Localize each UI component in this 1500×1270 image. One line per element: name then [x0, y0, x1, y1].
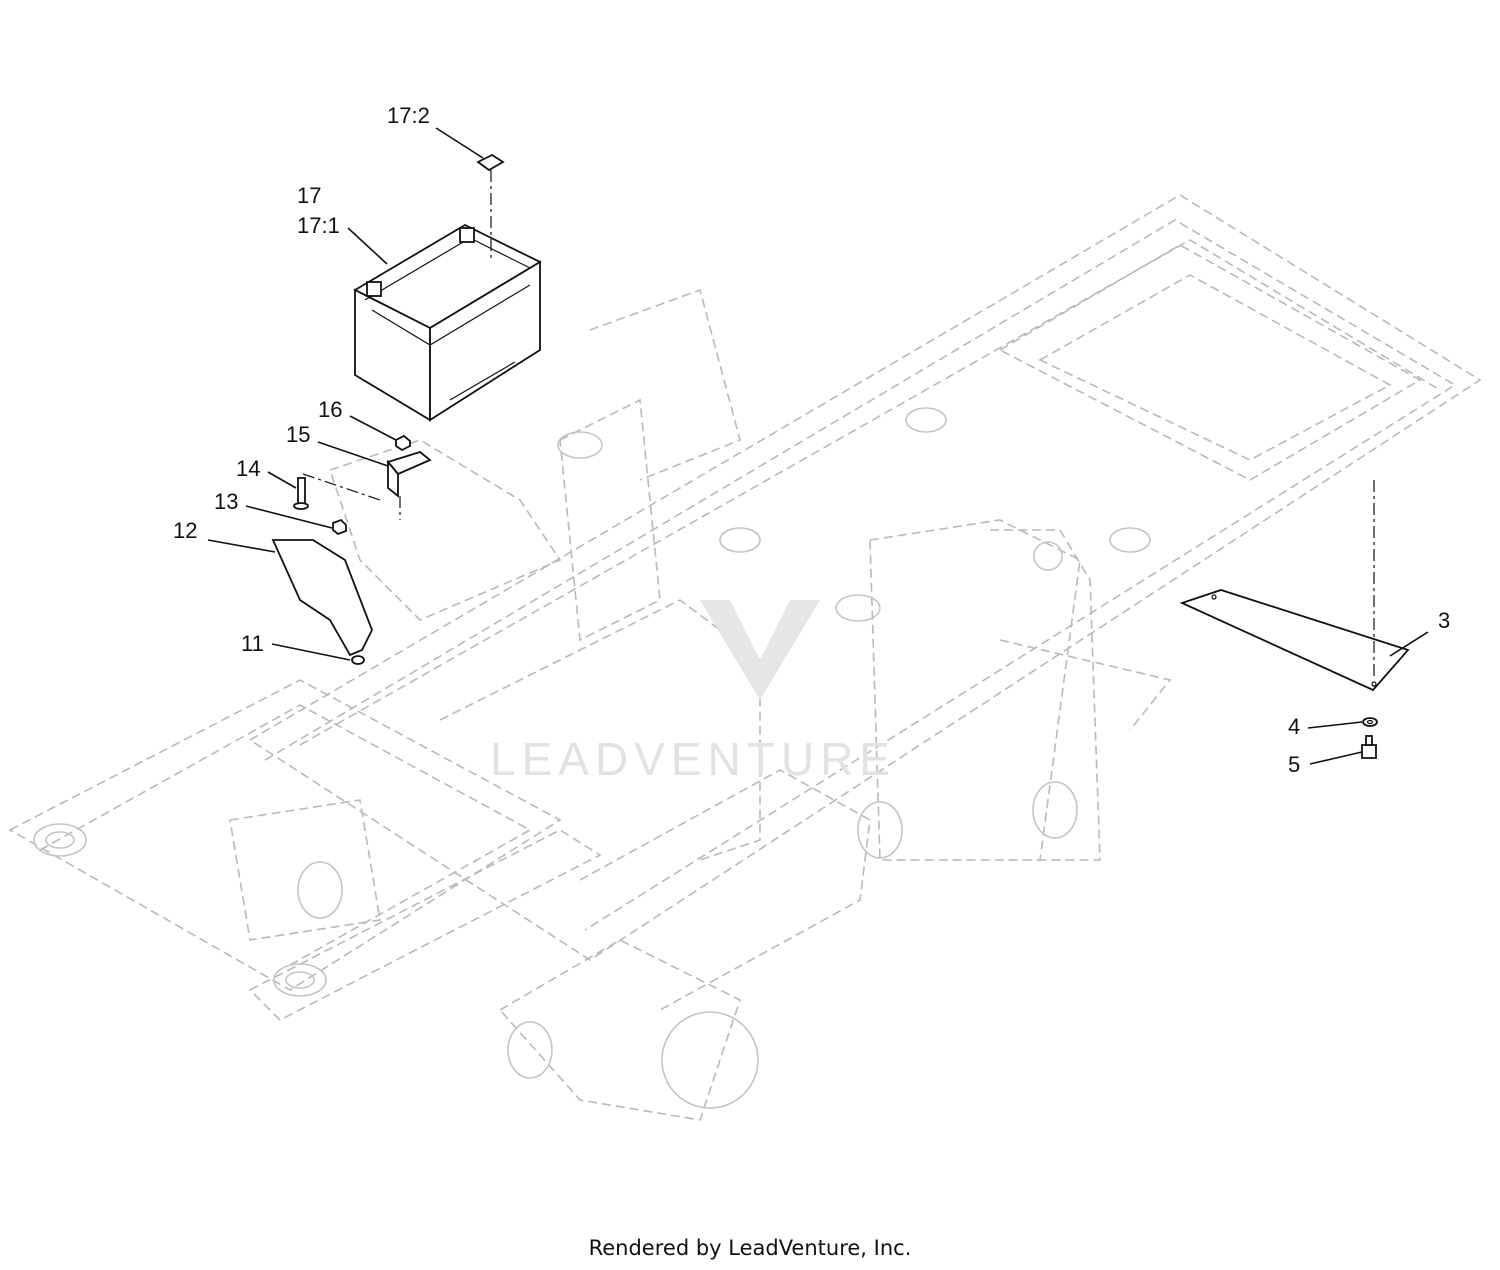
callout-17: 17	[297, 183, 321, 208]
battery-decal[interactable]	[476, 153, 505, 172]
bolt-axis-line	[302, 473, 381, 501]
watermark: LEADVENTURE	[490, 600, 896, 785]
rear-plate[interactable]	[1179, 589, 1410, 692]
frame-holes	[33, 407, 1151, 1109]
carriage-bolt[interactable]	[293, 477, 309, 510]
callout-4: 4	[1288, 714, 1300, 739]
battery[interactable]	[353, 223, 542, 422]
callout-17-2: 17:2	[387, 103, 430, 128]
leader-lines	[207, 127, 1429, 765]
footer-credit: Rendered by LeadVenture, Inc.	[588, 1236, 912, 1260]
callout-15: 15	[286, 422, 310, 447]
callout-14: 14	[236, 456, 260, 481]
callout-5: 5	[1288, 752, 1300, 777]
hex-nut[interactable]	[332, 518, 347, 536]
shield-screw[interactable]	[351, 655, 365, 665]
callout-17-1: 17:1	[297, 213, 340, 238]
battery-clamp[interactable]	[386, 450, 432, 498]
washer[interactable]	[1362, 717, 1378, 727]
callout-11: 11	[241, 631, 264, 656]
flange-nut[interactable]	[395, 434, 411, 452]
callout-16: 16	[318, 397, 342, 422]
callout-13: 13	[214, 489, 238, 514]
callout-labels: 17:2 17 17:1 16 15 14 13 12 11 3 4 5	[173, 103, 1450, 777]
callout-3: 3	[1438, 608, 1450, 633]
battery-shield[interactable]	[271, 539, 373, 657]
hex-bolt[interactable]	[1361, 735, 1377, 759]
callout-12: 12	[173, 518, 197, 543]
svg-text:LEADVENTURE: LEADVENTURE	[490, 733, 896, 785]
frame-outline	[8, 194, 1482, 1121]
